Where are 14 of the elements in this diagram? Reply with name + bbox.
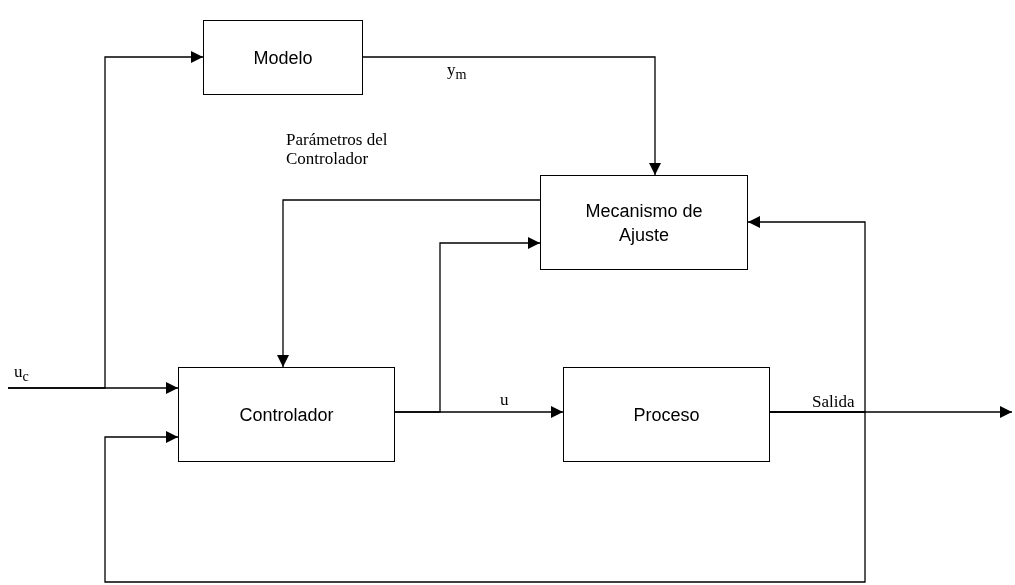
arrow	[277, 199, 541, 368]
arrow	[7, 51, 204, 389]
arrow	[394, 237, 541, 413]
process-box	[563, 367, 770, 462]
process-box	[178, 367, 395, 462]
process-box	[203, 20, 363, 95]
box-label: Mecanismo de Ajuste	[584, 199, 704, 247]
arrow	[104, 411, 866, 583]
box-label: Controlador	[239, 403, 334, 427]
arrow	[362, 56, 661, 176]
box-label: Modelo	[253, 46, 313, 70]
process-box	[540, 175, 748, 270]
arrow	[747, 216, 866, 413]
box-label: Proceso	[633, 403, 700, 427]
